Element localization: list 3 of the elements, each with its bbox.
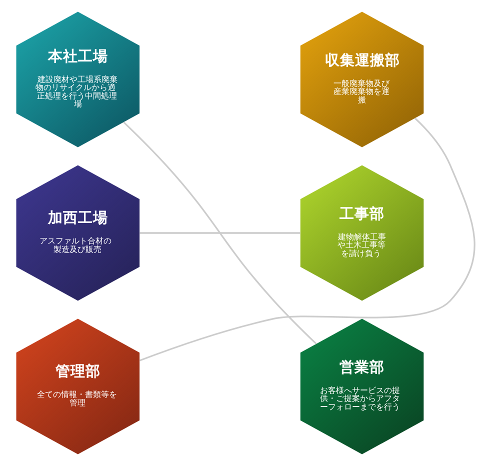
connector (139, 118, 476, 362)
connector (140, 232, 300, 234)
connector (123, 122, 317, 344)
